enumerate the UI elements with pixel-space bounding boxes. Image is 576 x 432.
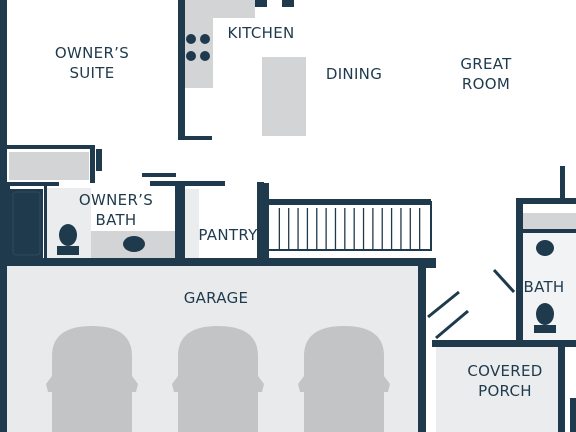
great-room-label-line2: ROOM bbox=[461, 75, 511, 93]
kitchen-island bbox=[262, 57, 306, 136]
bath-toilet-icon bbox=[534, 303, 556, 333]
covered-porch-label-line1: COVERED bbox=[467, 362, 543, 380]
covered-porch-label: COVERED PORCH bbox=[452, 361, 558, 401]
porch-floor bbox=[436, 347, 558, 432]
kitchen-sink-counter bbox=[213, 0, 255, 18]
owners-suite-label: OWNER’S SUITE bbox=[40, 43, 144, 83]
owners-closet-shelf bbox=[9, 152, 89, 180]
owners-bath-label-line2: BATH bbox=[95, 211, 137, 229]
great-room-walls bbox=[516, 166, 576, 340]
owners-bath-label-line1: OWNER’S bbox=[78, 191, 154, 209]
kitchen-counter bbox=[185, 0, 213, 88]
owners-bath-label: OWNER’S BATH bbox=[68, 190, 164, 230]
cooktop-icon bbox=[186, 34, 210, 61]
bath-sink-icon bbox=[536, 240, 554, 256]
owners-sink-icon bbox=[123, 236, 145, 252]
car-icon bbox=[298, 326, 390, 432]
bath-vanity bbox=[523, 213, 576, 229]
owners-tub-inner bbox=[12, 191, 41, 256]
owners-bath-walls bbox=[6, 181, 181, 261]
owners-suite-label-line1: OWNER’S bbox=[54, 44, 130, 62]
pantry-walls bbox=[181, 181, 264, 261]
owners-suite-label-line2: SUITE bbox=[69, 64, 115, 82]
kitchen-walls bbox=[178, 0, 294, 140]
garage-cars bbox=[46, 326, 390, 432]
bath-label: BATH bbox=[523, 278, 565, 296]
kitchen-label: KITCHEN bbox=[227, 24, 295, 42]
stair-treads bbox=[268, 199, 431, 250]
stair-wall-left bbox=[264, 183, 269, 258]
dining-label: DINING bbox=[325, 65, 383, 83]
pantry-shelf bbox=[185, 189, 199, 258]
garage-walls bbox=[0, 258, 436, 432]
car-icon bbox=[172, 326, 264, 432]
owners-toilet-icon bbox=[57, 224, 79, 255]
garage-label: GARAGE bbox=[183, 289, 249, 307]
entry-door-swings bbox=[427, 268, 516, 340]
stairs-outline bbox=[267, 201, 432, 251]
covered-porch-label-line2: PORCH bbox=[478, 382, 532, 400]
great-room-label: GREAT ROOM bbox=[438, 54, 534, 94]
great-room-label-line1: GREAT bbox=[460, 55, 512, 73]
car-icon bbox=[46, 326, 138, 432]
stair-rail bbox=[268, 199, 431, 205]
pantry-label: PANTRY bbox=[198, 226, 258, 244]
